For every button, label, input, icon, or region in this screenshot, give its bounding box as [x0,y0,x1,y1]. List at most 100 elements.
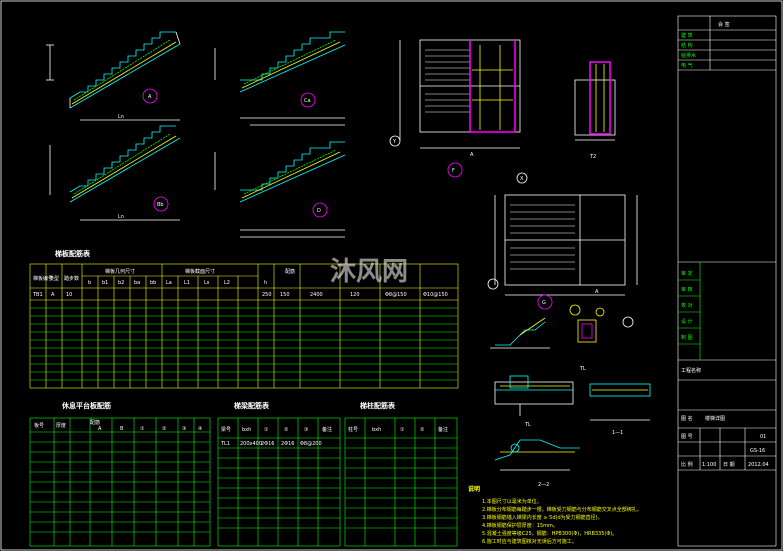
column-schedule-title: 梯柱配筋表 [360,401,396,410]
tb-drawing-label: 图 名 [681,415,693,422]
main-r1-c6: Φ10@150 [423,292,448,298]
main-h-rebar: 配筋 [285,268,295,275]
main-h-steps: 踏步数 [64,275,79,282]
platform-h-b: B [120,426,124,432]
note-2: 2.梯板分布钢筋每踏步一根，梯板受力钢筋与分布钢筋交叉点全部绑扎。 [482,506,642,513]
watermark: 沐风网 [330,257,408,287]
platform-schedule-table [29,417,211,547]
plan-f-axis-x: X [520,176,524,182]
beam-h-1: ① [264,427,269,433]
main-h-l2: L2 [224,280,230,286]
column-h-id: 柱号 [348,426,358,433]
tb-approval-5: 制 图 [681,334,693,341]
stair-elevation-d [214,141,346,238]
main-r1-c4: 120 [350,292,360,298]
stair-d-label: D [317,208,321,214]
tb-scale-label: 比 例 [681,461,693,468]
plan-g-dim-a: A [595,289,599,295]
title-block [677,15,777,547]
main-h-b1: b1 [102,280,108,286]
column-section-t2 [574,61,616,141]
main-h-section: 梯板截面尺寸 [185,268,215,275]
beam-r1-bxh: 200x400 [240,441,262,447]
detail-section-1: 1—1 [612,430,623,436]
tb-sheet: 01 [760,434,766,440]
beam-schedule-title: 梯梁配筋表 [234,401,270,410]
detail-section-2: 2—2 [538,482,549,488]
main-h-b: b [88,280,91,286]
tb-number-label: 图 号 [681,434,693,440]
platform-h-rebar: 配筋 [90,419,100,426]
tb-project-label: 工程名称 [681,367,701,374]
main-h-l1: L1 [184,280,190,286]
main-schedule-table [29,263,459,389]
plan-f-dim-a: A [470,152,474,158]
beam-h-id: 梁号 [221,426,231,433]
stair-a-label: A [148,94,152,100]
main-r1-steps: 10 [66,292,72,298]
notes-title: 说明 [468,485,480,493]
tb-header: 会 签 [718,21,730,28]
column-h-bxh: bxh [372,427,381,433]
main-r1-c1: 250 [262,292,272,298]
main-h-la: La [166,280,172,286]
platform-h-thk: 厚度 [56,422,66,429]
column-h-note: 备注 [438,426,448,433]
column-h-2: ② [420,427,425,433]
tb-approval-1: 审 定 [681,270,693,277]
stair-b-dim: Ln [118,214,124,220]
beam-r1-1: 2Φ16 [261,441,274,447]
stair-elevation-c [214,31,346,126]
main-h-geom: 梯板几何尺寸 [105,268,135,275]
main-h-h: h [264,280,267,286]
beam-h-note: 备注 [322,426,332,433]
platform-h-4: ④ [198,426,203,432]
column-h-1: ① [400,427,405,433]
main-h-bb: bb [150,280,156,286]
column-schedule-table [344,417,458,547]
plan-view-f [389,39,528,184]
note-4: 4.梯板钢筋保护层厚度：15mm。 [482,522,558,529]
stair-elevation-a [46,31,181,121]
platform-h-2: ② [162,426,167,432]
note-6: 6.施工时应与建筑图核对无误后方可施工。 [482,538,577,545]
tb-approval-2: 审 核 [681,286,693,293]
platform-h-3: ③ [182,426,186,432]
main-h-id: 梯板编号 [33,275,53,282]
beam-h-bxh: bxh [242,427,251,433]
tb-row-4: 电 气 [681,62,693,69]
t2-label: T2 [589,154,596,160]
main-r1-id: TB1 [32,292,43,298]
stair-c-label: Ca [304,98,311,104]
main-r1-c2: 150 [280,292,290,298]
plan-view-g [487,194,638,328]
detail-sections [490,304,651,471]
note-3: 3.梯板钢筋锚入梯梁内长度 ≥ 5d(d为受力钢筋直径)。 [482,514,603,521]
main-schedule-title: 梯板配筋表 [55,249,91,258]
note-1: 1.本图尺寸以毫米为单位。 [482,498,542,505]
platform-h-1: ① [140,426,145,432]
beam-h-3: ③ [304,427,308,433]
platform-schedule-title: 休息平台板配筋 [61,401,111,410]
tb-row-1: 建 筑 [681,32,693,39]
stair-a-dim: Ln [118,114,124,120]
beam-h-2: ② [284,427,289,433]
beam-schedule-table [217,417,341,547]
tb-date-label: 日 期 [723,462,735,468]
notes-block: 1.本图尺寸以毫米为单位。 2.梯板分布钢筋每踏步一根，梯板受力钢筋与分布钢筋交… [482,498,642,545]
tb-approval-4: 设 计 [681,318,693,325]
platform-h-id: 板号 [34,422,44,429]
detail-tl-label: TL [579,366,586,372]
main-r1-c3: 2400 [310,292,323,298]
stair-b-label: Bb [157,202,164,208]
beam-r1-id: TL1 [220,441,230,447]
tb-row-3: 给排水 [681,52,696,59]
tb-scale: 1:100 [702,462,716,468]
beam-r1-3: Φ8@200 [300,441,322,447]
plan-g-label: G [542,300,546,306]
stair-elevation-b [49,125,181,221]
tb-code: GS-16 [750,448,765,454]
main-r1-c5: Φ8@150 [385,292,407,298]
main-h-ls: Ls [204,280,210,286]
